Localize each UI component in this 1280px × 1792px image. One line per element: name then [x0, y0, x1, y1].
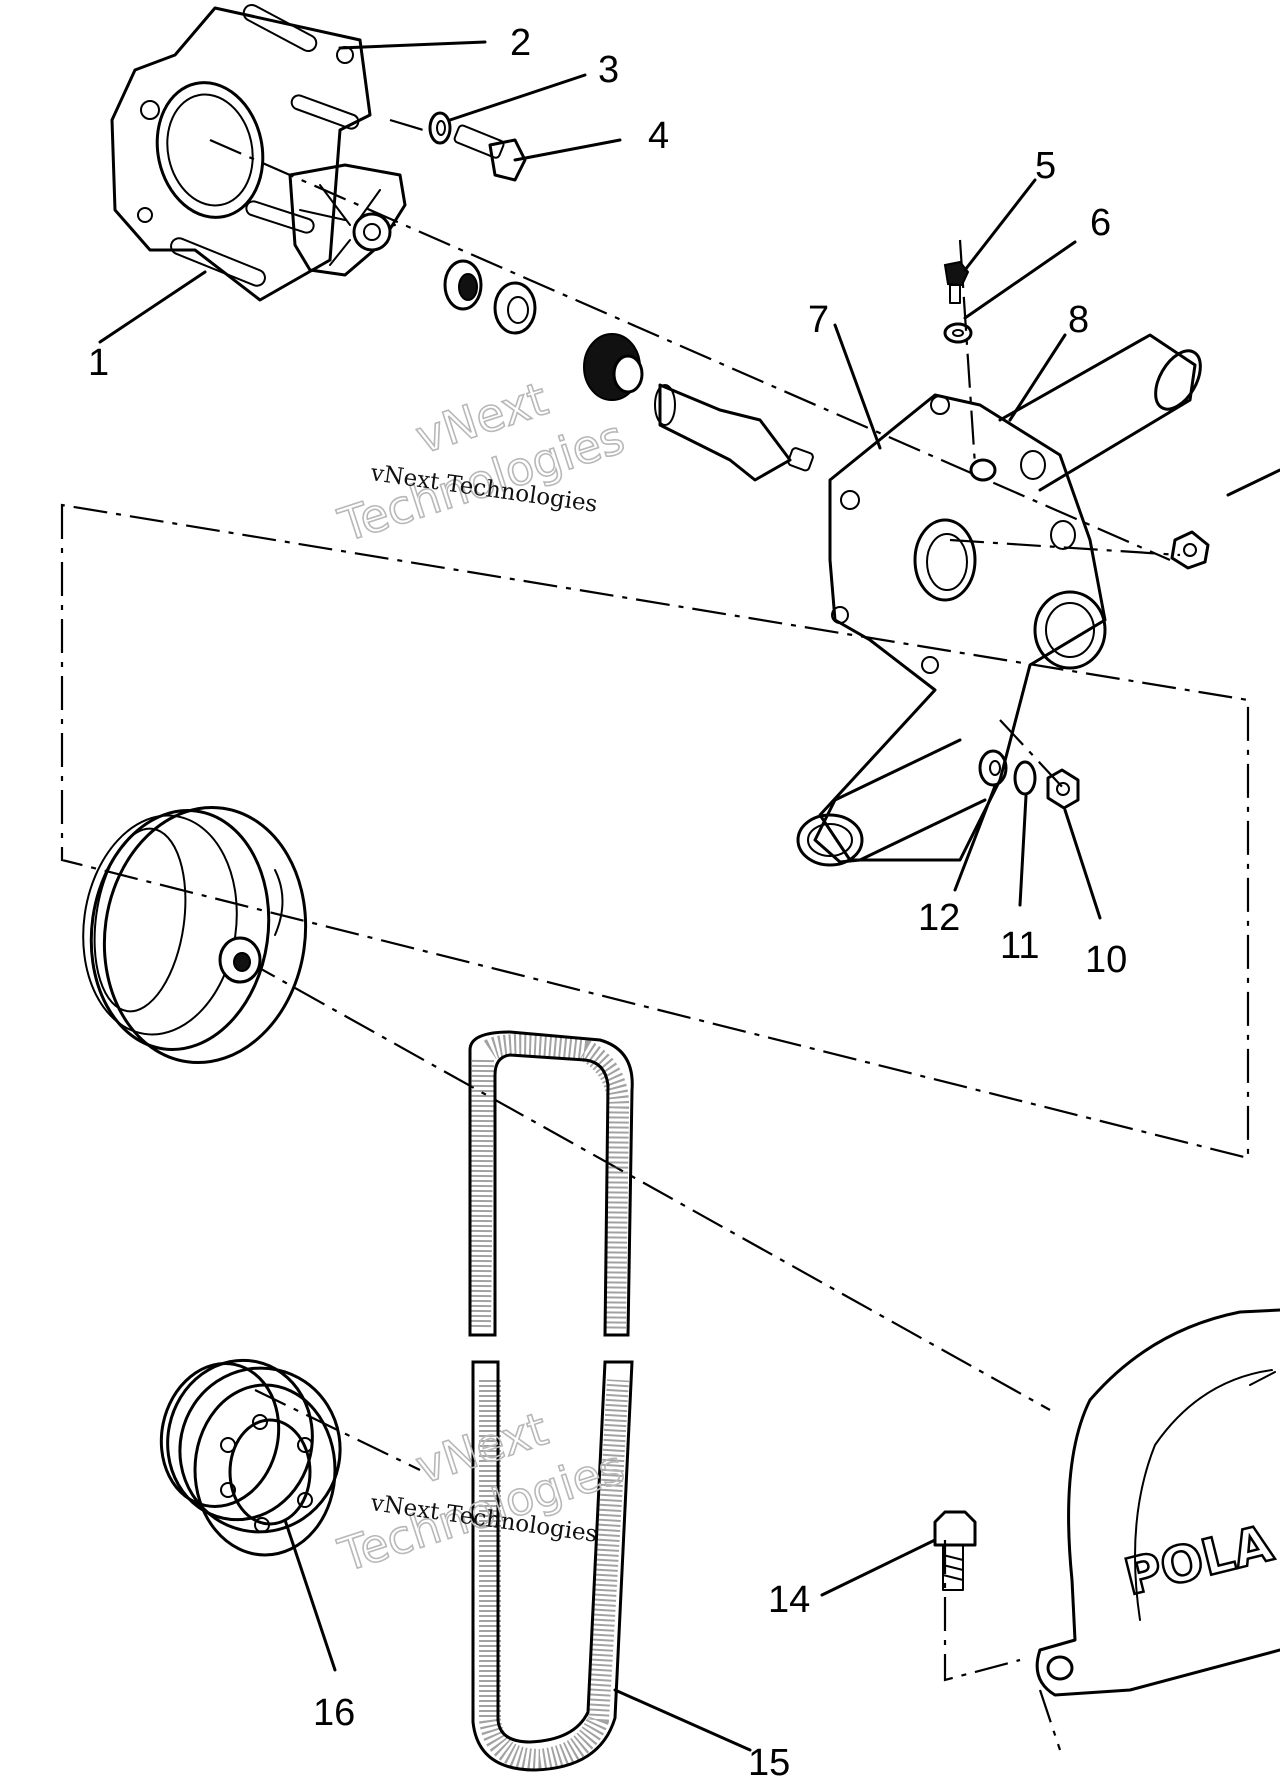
callout-4: 4	[648, 115, 669, 157]
callout-labels: 1 2 3 4 5 6 7 8 10 11 12 14 15 16	[88, 22, 1127, 1784]
bolt-14	[933, 1510, 977, 1591]
axis-lines	[209, 118, 1181, 1751]
callout-11: 11	[1000, 925, 1039, 967]
watermark-upper: vNext Technologies vNext Technologies	[331, 371, 631, 554]
pump-housing	[110, 3, 372, 302]
seal-ring-a	[443, 259, 483, 311]
callout-6: 6	[1090, 202, 1111, 244]
brand-lettering: POLA	[1119, 1514, 1279, 1607]
washer-12	[978, 749, 1008, 787]
callout-16: 16	[313, 1692, 355, 1734]
callout-1: 1	[88, 342, 109, 384]
washer-6	[943, 322, 973, 344]
callout-14: 14	[768, 1579, 810, 1621]
washer-11	[1013, 760, 1037, 796]
belt-cover: POLA	[1035, 1308, 1280, 1697]
v-belt	[468, 1030, 634, 1772]
bolt-5	[943, 260, 970, 304]
callout-2: 2	[510, 22, 531, 64]
leader-lines	[98, 40, 1280, 1752]
assembly-boundary	[60, 503, 1250, 1160]
callout-15: 15	[748, 1742, 790, 1784]
pump-cover	[796, 333, 1202, 867]
nut-10	[1046, 768, 1080, 810]
callout-8: 8	[1068, 299, 1089, 341]
shaft	[654, 383, 814, 482]
stud	[170, 237, 266, 287]
washer-3	[428, 111, 452, 145]
seal-ring-b	[493, 281, 537, 335]
callout-7: 7	[808, 299, 829, 341]
pulley-upper	[82, 805, 308, 1065]
impeller	[288, 163, 407, 277]
bolt-4	[453, 124, 527, 182]
bearing	[583, 333, 644, 401]
callout-10: 10	[1085, 939, 1127, 981]
callout-5: 5	[1035, 145, 1056, 187]
callout-3: 3	[598, 49, 619, 91]
pulley-lower	[159, 1358, 342, 1557]
nut-right	[1170, 530, 1210, 570]
callout-12: 12	[918, 897, 960, 939]
